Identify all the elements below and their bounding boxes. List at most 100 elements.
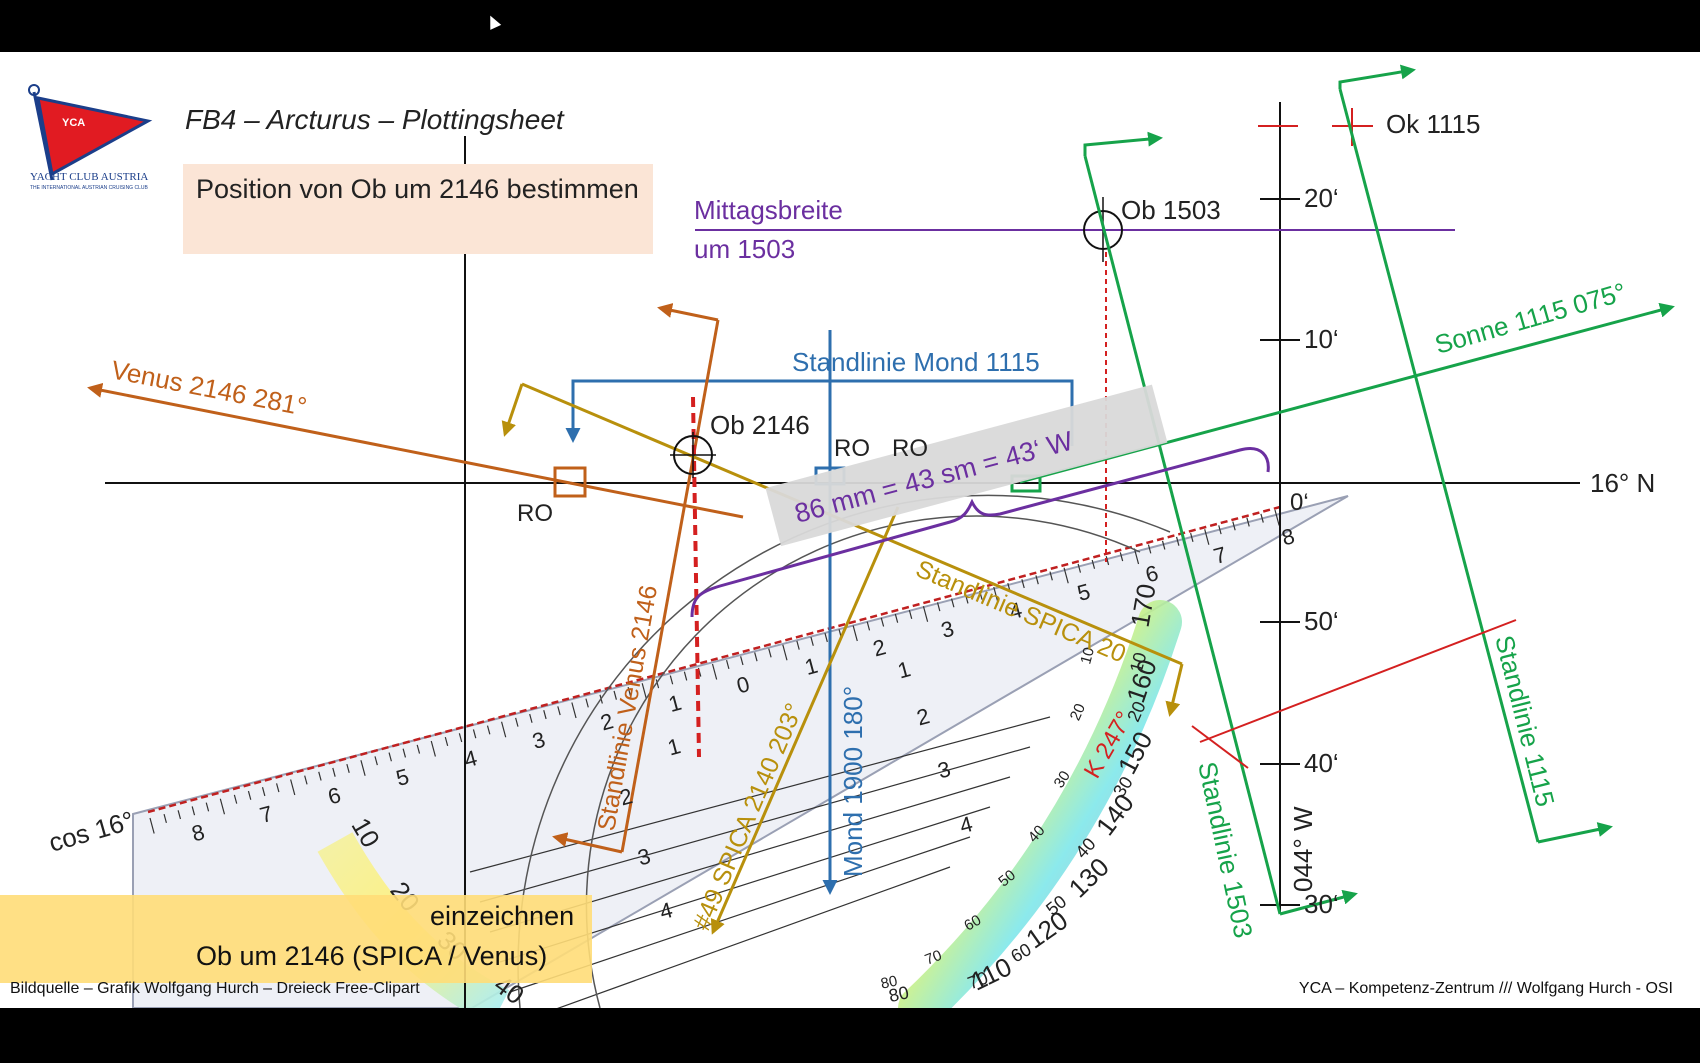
ruler-tick — [571, 702, 577, 719]
ruler-tick — [1260, 513, 1264, 523]
ruler-tick — [388, 752, 392, 762]
ruler-tick — [177, 810, 182, 820]
ruler-tick — [908, 609, 913, 619]
ruler-tick — [1119, 552, 1124, 562]
ruler-tick — [261, 787, 266, 797]
ruler-tick — [402, 748, 407, 758]
ruler-tick — [416, 744, 421, 754]
overlay-note: einzeichnen Ob um 2146 (SPICA / Venus) — [0, 895, 592, 983]
ruler-tick — [613, 690, 617, 700]
ok-1115-label: Ok 1115 — [1386, 109, 1480, 139]
ruler-tick — [866, 621, 871, 631]
ruler-tick — [1021, 579, 1025, 589]
ruler-tick — [360, 760, 366, 776]
ruler-tick — [1218, 525, 1222, 535]
red-transfer-line — [1199, 619, 1517, 743]
task-box: Position von Ob um 2146 bestimmen — [183, 164, 653, 254]
ruler-tick — [1232, 521, 1236, 531]
ob-2146-dashed-meridian — [691, 396, 701, 758]
ruler-tick — [458, 733, 463, 743]
ruler-tick — [1077, 563, 1082, 573]
lat-tick-30: 30‘ — [1304, 889, 1339, 919]
ruler-tick — [711, 663, 718, 680]
lon-044w-label: 044° W — [1288, 806, 1318, 892]
protractor-color-number: 170 — [1125, 581, 1162, 629]
standlinie-1115 — [1338, 88, 1540, 843]
ruler-tick — [1246, 517, 1250, 527]
standlinie-1115-arrow-bottom — [1537, 822, 1613, 844]
latitude-ticks — [1260, 198, 1300, 906]
protractor-arc-inner — [585, 515, 1141, 1008]
ruler-tick — [191, 806, 196, 816]
ruler-tick — [922, 606, 929, 622]
yca-pennant-shape — [36, 96, 153, 177]
ruler-tick — [290, 779, 296, 796]
ruler-tick — [275, 783, 280, 793]
standlinie-1115-arrow-top — [1338, 64, 1416, 89]
ruler-tick — [430, 740, 436, 757]
yca-logo: YCA YACHT CLUB AUSTRIA THE INTERNATIONAL… — [28, 84, 153, 191]
ro-label-venus: RO — [517, 500, 553, 527]
protractor-inner-number: 10 — [1077, 646, 1098, 667]
ruler-tick — [585, 698, 589, 708]
ruler-tick — [557, 706, 561, 716]
footer-credit: YCA – Kompetenz-Zentrum /// Wolfgang Hur… — [1298, 980, 1673, 997]
venus-bearing-extension — [569, 481, 744, 519]
protractor-inner-number: 20 — [1067, 701, 1089, 723]
slide-title: FB4 – Arcturus – Plottingsheet — [185, 104, 564, 135]
plotting-sheet: YCA YACHT CLUB AUSTRIA THE INTERNATIONAL… — [28, 64, 1675, 1008]
ruler-tick — [529, 713, 533, 723]
set-square-edge-dashed — [147, 505, 1281, 814]
mittagsbreite-label-2: um 1503 — [694, 234, 795, 264]
ruler-guide-line — [479, 746, 1031, 903]
ruler-tick — [219, 798, 226, 815]
presentation-slide: YCA YACHT CLUB AUSTRIA THE INTERNATIONAL… — [0, 52, 1700, 1008]
ruler-tick — [655, 679, 660, 689]
overlay-note-line-1: einzeichnen — [430, 901, 575, 931]
zero-minute-label: 0‘ — [1290, 489, 1309, 516]
protractor-outer-number: 80 — [887, 982, 911, 1006]
protractor-inner-number: 30 — [1051, 768, 1074, 791]
logo-initials: YCA — [62, 117, 85, 129]
ruler-tick — [979, 590, 983, 600]
ruler-tick — [1274, 509, 1280, 526]
ruler-tick — [472, 729, 477, 739]
ruler-tick — [880, 617, 885, 627]
logo-club-name: YACHT CLUB AUSTRIA — [30, 171, 148, 183]
ruler-tick — [543, 710, 547, 720]
ruler-tick — [163, 813, 167, 824]
standlinie-venus-arrow-bottom — [552, 832, 623, 854]
protractor-inner-number: 70 — [923, 947, 945, 969]
ruler-tick — [346, 763, 350, 773]
mond-1900-label: Mond 1900 180° — [838, 686, 868, 877]
standlinie-1503-label: Standlinie 1503 — [1192, 759, 1259, 941]
overlay-note-line-2: Ob um 2146 (SPICA / Venus) — [196, 941, 548, 971]
ruler-tick — [627, 686, 632, 696]
ruler-tick — [782, 644, 788, 661]
spica-2140-bearing — [710, 506, 900, 935]
protractor-inner-number: 60 — [961, 912, 984, 935]
ruler-row-number: 4 — [957, 811, 975, 838]
ro-label-mond: RO — [834, 435, 870, 462]
ruler-tick — [318, 771, 322, 781]
ruler-tick — [1133, 548, 1140, 565]
standlinie-venus-2146 — [620, 319, 720, 853]
standlinie-1503-arrow-bottom — [1279, 889, 1358, 916]
standlinie-spica-arrow-bottom — [1165, 663, 1184, 717]
ruler-tick — [205, 802, 210, 812]
ruler-tick — [233, 794, 238, 804]
ruler-tick — [993, 586, 999, 603]
ruler-tick — [1049, 571, 1053, 581]
ruler-tick — [740, 656, 744, 666]
ruler-tick — [725, 659, 730, 670]
ob-1503-label: Ob 1503 — [1121, 195, 1221, 225]
ob-2146-label: Ob 2146 — [710, 410, 810, 440]
ruler-tick — [515, 717, 519, 727]
lat-tick-20: 20‘ — [1304, 183, 1339, 213]
ruler-tick — [500, 721, 507, 738]
sonne-1115-label: Sonne 1115 075° — [1431, 277, 1629, 360]
lat-tick-10: 10‘ — [1304, 324, 1339, 354]
ruler-guide-line — [557, 866, 951, 1008]
lat-tick-40: 40‘ — [1304, 748, 1339, 778]
